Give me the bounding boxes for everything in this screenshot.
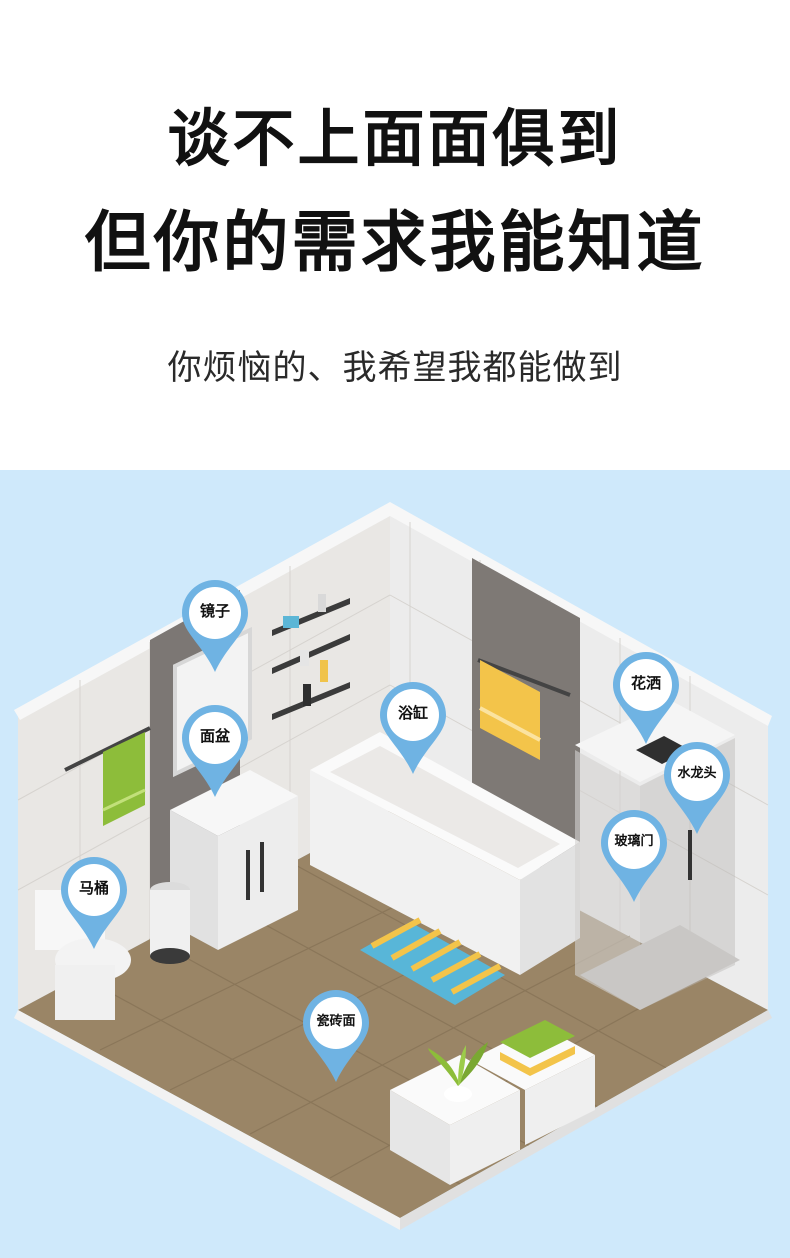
pin-toilet[interactable]: 马桶 <box>61 857 127 949</box>
map-pin-icon <box>303 990 369 1082</box>
pin-basin[interactable]: 面盆 <box>182 705 248 797</box>
headline-line1: 谈不上面面俱到 <box>167 102 623 175</box>
pin-bathtub[interactable]: 浴缸 <box>380 682 446 774</box>
bathroom-illustration: 镜子 面盆 浴缸 花洒 水龙头 玻璃门 马桶 瓷砖面 <box>0 470 790 1258</box>
pin-label: 水龙头 <box>677 766 717 781</box>
pin-label: 浴缸 <box>397 704 428 722</box>
pin-label: 花洒 <box>630 674 661 692</box>
floor-edge-left <box>14 1010 400 1230</box>
map-pin-icon <box>664 742 730 834</box>
pin-label: 镜子 <box>199 602 230 620</box>
header: 谈不上面面俱到 但你的需求我能知道 你烦恼的、我希望我都能做到 <box>0 0 790 470</box>
map-pin-icon <box>613 652 679 744</box>
map-pin-icon <box>380 682 446 774</box>
pin-faucet[interactable]: 水龙头 <box>664 742 730 834</box>
bath-mat <box>360 917 505 1005</box>
wall-shelves <box>272 594 350 720</box>
pin-label: 面盆 <box>199 727 230 745</box>
map-pin-icon <box>182 580 248 672</box>
bathtub <box>310 732 580 975</box>
pin-glass-door[interactable]: 玻璃门 <box>601 810 667 902</box>
pin-label: 马桶 <box>78 879 109 897</box>
plant <box>428 1042 488 1102</box>
pin-label: 瓷砖面 <box>316 1014 356 1029</box>
subheadline: 你烦恼的、我希望我都能做到 <box>167 348 623 388</box>
headline-line2: 但你的需求我能知道 <box>84 204 706 281</box>
pin-mirror[interactable]: 镜子 <box>182 580 248 672</box>
floor-edge-right <box>400 1010 772 1230</box>
pin-label: 玻璃门 <box>614 834 654 849</box>
pin-shower-head[interactable]: 花洒 <box>613 652 679 744</box>
yellow-towel <box>480 660 540 760</box>
green-towel <box>103 732 145 826</box>
pin-tile-surface[interactable]: 瓷砖面 <box>303 990 369 1082</box>
map-pin-icon <box>61 857 127 949</box>
vanity-cabinet <box>170 770 298 950</box>
map-pin-icon <box>182 705 248 797</box>
map-pin-icon <box>601 810 667 902</box>
